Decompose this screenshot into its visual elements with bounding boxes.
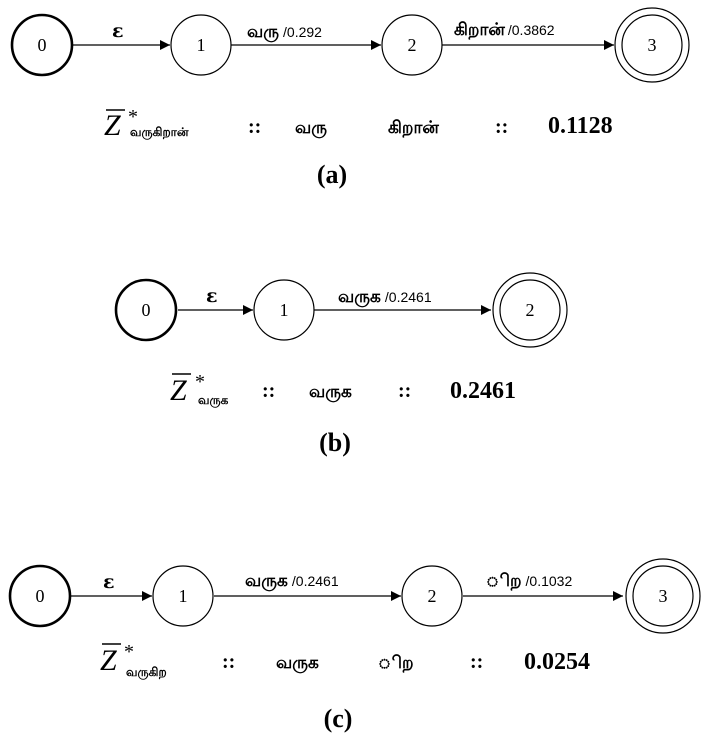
z-subscript: வருகிறான் <box>130 125 189 140</box>
svg-text:0: 0 <box>142 300 151 320</box>
svg-text:1: 1 <box>280 300 289 320</box>
diagram-b: ε வருக/0.2461 0 1 2 Z * வருக :: வருக :: … <box>114 272 568 457</box>
separator: :: <box>495 116 508 138</box>
edge-label-a-1-2: வரு/0.292 <box>247 22 322 42</box>
z-sup: * <box>195 371 205 393</box>
edge-label-c-0-1: ε <box>103 571 115 593</box>
segment: வருக <box>309 382 352 402</box>
result-c: Z * வருகிற :: வருக ிற :: 0.0254 <box>100 641 590 680</box>
separator: :: <box>398 380 411 402</box>
z-sup: * <box>124 641 134 663</box>
segment: கிறான் <box>388 118 439 138</box>
separator: :: <box>222 651 235 673</box>
z-symbol: Z <box>170 374 187 407</box>
z-subscript: வருக <box>198 393 229 408</box>
svg-text:2: 2 <box>408 35 417 55</box>
segment: ிற <box>378 653 414 673</box>
edge-label-b-0-1: ε <box>206 285 218 307</box>
caption-c: (c) <box>324 704 353 733</box>
edge-label-a-0-1: ε <box>112 20 124 42</box>
result-b: Z * வருக :: வருக :: 0.2461 <box>170 371 516 408</box>
edge-label-b-1-2: வருக/0.2461 <box>338 287 432 307</box>
state-c-1: 1 <box>152 565 214 627</box>
svg-text:3: 3 <box>648 35 657 55</box>
z-symbol: Z <box>104 109 121 142</box>
state-b-2-final: 2 <box>492 272 568 348</box>
svg-text:1: 1 <box>197 35 206 55</box>
svg-text:3: 3 <box>659 586 668 606</box>
edge-label-c-1-2: வருக/0.2461 <box>245 571 339 591</box>
state-c-0: 0 <box>8 564 72 628</box>
result-a: Z * வருகிறான் :: வரு கிறான் :: 0.1128 <box>104 106 613 142</box>
score: 0.2461 <box>450 378 516 404</box>
z-symbol: Z <box>100 644 117 677</box>
separator: :: <box>248 116 261 138</box>
state-b-0: 0 <box>114 278 178 342</box>
score: 0.1128 <box>548 113 613 139</box>
separator: :: <box>470 651 483 673</box>
score: 0.0254 <box>524 649 590 675</box>
state-c-3-final: 3 <box>625 558 701 634</box>
state-a-2: 2 <box>381 14 443 76</box>
separator: :: <box>262 380 275 402</box>
svg-text:2: 2 <box>428 586 437 606</box>
diagram-c: ε வருக/0.2461 ிற/0.1032 0 1 2 3 Z * வருக… <box>8 558 701 733</box>
svg-text:2: 2 <box>526 300 535 320</box>
state-c-2: 2 <box>401 565 463 627</box>
state-b-1: 1 <box>253 279 315 341</box>
segment: வரு <box>295 118 327 138</box>
edge-label-c-2-3: ிற/0.1032 <box>486 571 572 591</box>
caption-b: (b) <box>319 428 351 457</box>
state-a-1: 1 <box>170 14 232 76</box>
svg-text:1: 1 <box>179 586 188 606</box>
segment: வருக <box>276 653 319 673</box>
edge-label-a-2-3: கிறான்/0.3862 <box>454 20 555 40</box>
z-subscript: வருகிற <box>126 665 167 680</box>
svg-text:0: 0 <box>36 586 45 606</box>
svg-text:0: 0 <box>38 35 47 55</box>
state-a-3-final: 3 <box>614 7 690 83</box>
caption-a: (a) <box>317 160 347 189</box>
z-sup: * <box>128 106 138 128</box>
diagram-a: ε வரு/0.292 கிறான்/0.3862 0 1 2 3 Z * வர… <box>10 7 690 189</box>
state-a-0: 0 <box>10 13 74 77</box>
